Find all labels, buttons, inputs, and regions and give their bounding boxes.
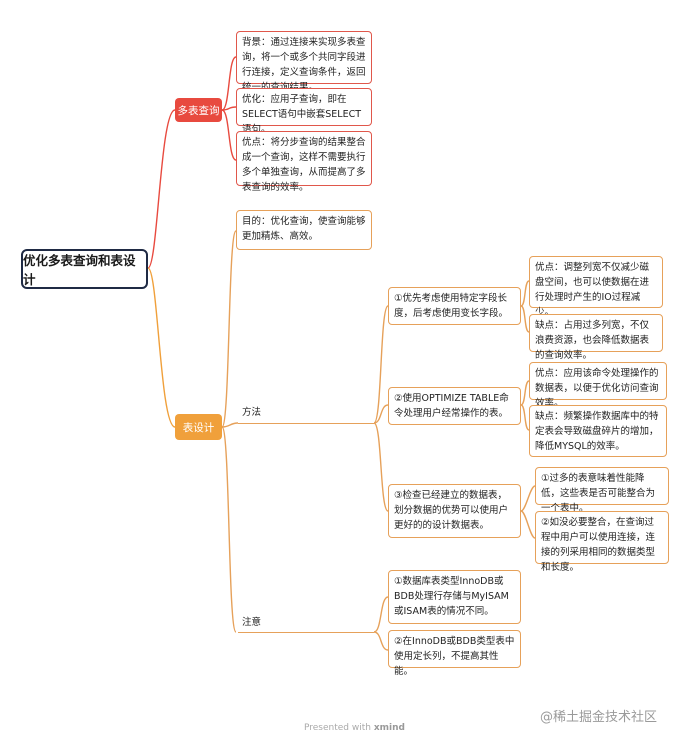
note-label[interactable]: 注意 [242,617,262,628]
method-1-disadvantage[interactable]: 缺点：占用过多列宽，不仅浪费资源，也会降低数据表的查询效率。 [529,314,663,361]
branch-table-design[interactable]: 表设计 [175,414,222,440]
root-topic[interactable]: 优化多表查询和表设计 [21,249,148,289]
method-label[interactable]: 方法 [242,407,262,418]
presented-with-footer: Presented with xmind [304,723,405,733]
design-goal-node[interactable]: 目的：优化查询，使查询能够更加精炼、高效。 [236,210,372,250]
method-item-2[interactable]: ②使用OPTIMIZE TABLE命令处理用户经常操作的表。 [388,387,521,425]
method-item-3[interactable]: ③检查已经建立的数据表，划分数据的优势可以使用户更好的的设计数据表。 [388,484,521,538]
method-3-sub-1[interactable]: ①过多的表意味着性能降低，这些表是否可能整合为一个表中。 [535,467,669,514]
note-underline [238,632,374,633]
multi-advantage-node[interactable]: 优点：将分步查询的结果整合成一个查询，这样不需要执行多个单独查询，从而提高了多表… [236,131,372,193]
xmind-logo-text: xmind [373,723,405,733]
multi-optimize-node[interactable]: 优化：应用子查询，即在SELECT语句中嵌套SELECT语句。 [236,88,372,135]
method-3-sub-2[interactable]: ②如没必要整合，在查询过程中用户可以使用连接，连接的列采用相同的数据类型和长度。 [535,511,669,573]
method-2-advantage[interactable]: 优点：应用该命令处理操作的数据表，以便于优化访问查询效率。 [529,362,667,409]
method-underline [238,423,374,424]
method-1-advantage[interactable]: 优点：调整列宽不仅减少磁盘空间，也可以使数据在进行处理时产生的IO过程减少。 [529,256,663,318]
method-item-1[interactable]: ①优先考虑使用特定字段长度，后考虑使用变长字段。 [388,287,521,325]
method-2-disadvantage[interactable]: 缺点：频繁操作数据库中的特定表会导致磁盘碎片的增加，降低MYSQL的效率。 [529,405,667,457]
branch-multi-table-query[interactable]: 多表查询 [175,98,222,122]
note-item-2[interactable]: ②在InnoDB或BDB类型表中使用定长列，不提高其性能。 [388,630,521,677]
footer-prefix: Presented with [304,723,371,733]
watermark: @稀土掘金技术社区 [540,710,658,725]
note-item-1[interactable]: ①数据库表类型InnoDB或BDB处理行存储与MyISAM或ISAM表的情况不同… [388,570,521,624]
multi-background-node[interactable]: 背景：通过连接来实现多表查询，将一个或多个共同字段进行连接，定义查询条件，返回统… [236,31,372,93]
